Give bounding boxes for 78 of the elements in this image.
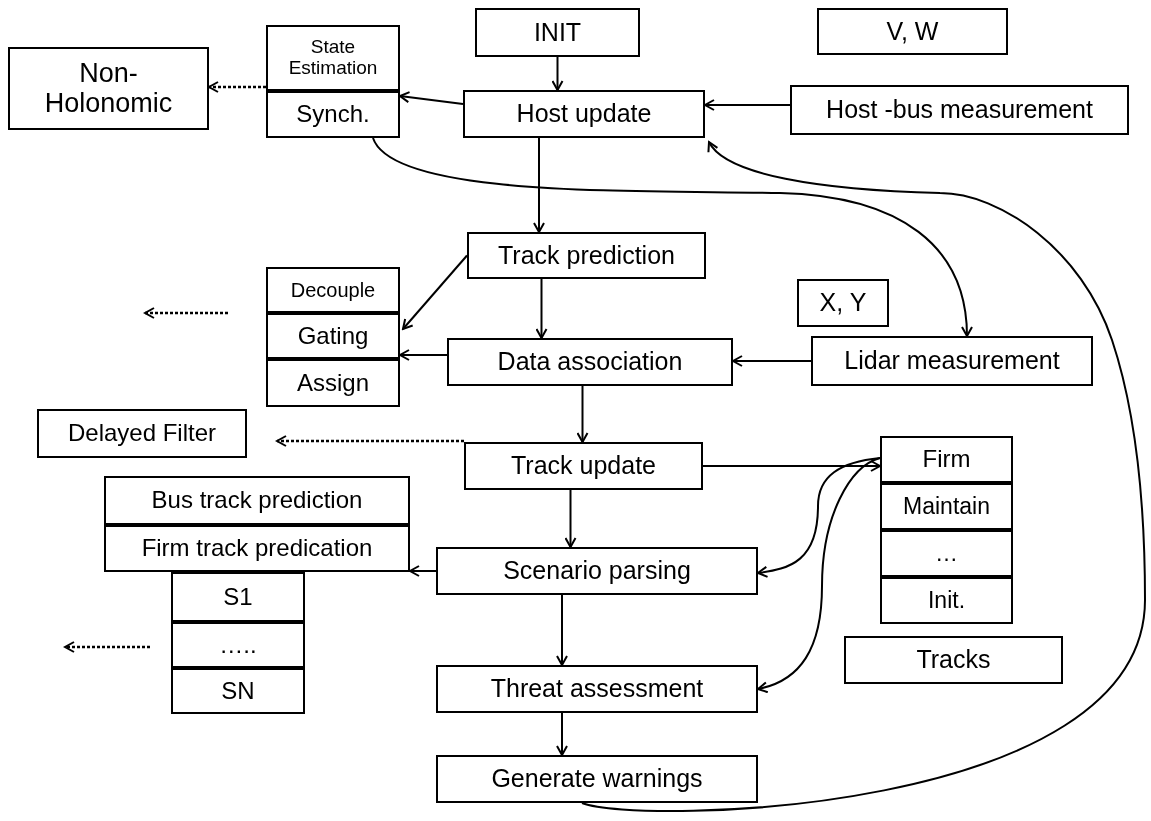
process-box bbox=[104, 476, 410, 525]
process-box bbox=[104, 525, 410, 572]
box-label: Host -bus measurement bbox=[826, 96, 1093, 124]
arrow bbox=[409, 565, 437, 577]
process-box bbox=[464, 442, 703, 490]
arrow bbox=[372, 137, 973, 337]
arrow bbox=[732, 355, 812, 367]
box-label: Scenario parsing bbox=[503, 557, 691, 585]
box-label: SN bbox=[221, 677, 255, 705]
process-box bbox=[266, 25, 400, 91]
process-box bbox=[463, 90, 705, 138]
process-box bbox=[447, 338, 733, 386]
box-label: Synch. bbox=[296, 101, 370, 128]
box-label: S1 bbox=[223, 583, 253, 611]
process-box bbox=[790, 85, 1129, 135]
arrow bbox=[399, 91, 464, 105]
process-box bbox=[8, 47, 209, 130]
box-label: Init. bbox=[927, 587, 966, 614]
box-label: INIT bbox=[533, 18, 582, 47]
process-box bbox=[475, 8, 640, 57]
arrow bbox=[757, 457, 881, 693]
box-label: Lidar measurement bbox=[844, 347, 1060, 375]
arrow bbox=[551, 56, 564, 91]
arrow bbox=[533, 137, 545, 233]
process-box bbox=[266, 91, 400, 138]
process-box bbox=[436, 547, 758, 595]
arrow bbox=[704, 99, 791, 111]
dotted-arrow bbox=[276, 435, 464, 447]
box-label: Non- Holonomic bbox=[43, 58, 174, 119]
process-box bbox=[266, 267, 400, 313]
arrow bbox=[402, 254, 468, 330]
arrow bbox=[576, 385, 589, 443]
arrow bbox=[556, 594, 568, 666]
process-box bbox=[171, 622, 305, 668]
process-box bbox=[811, 336, 1093, 386]
box-label: Firm track predication bbox=[141, 535, 373, 562]
process-box bbox=[844, 636, 1063, 684]
box-label: Bus track prediction bbox=[151, 487, 363, 514]
box-label: ….. bbox=[219, 631, 257, 659]
arrow bbox=[564, 489, 577, 548]
box-label: Delayed Filter bbox=[67, 420, 217, 447]
process-box bbox=[817, 8, 1008, 55]
dotted-arrow bbox=[208, 81, 266, 93]
box-label: Assign bbox=[296, 369, 369, 397]
process-box bbox=[171, 572, 305, 622]
arrow bbox=[757, 457, 881, 578]
box-label: Maintain bbox=[903, 493, 990, 520]
arrow bbox=[399, 349, 448, 361]
process-box bbox=[436, 755, 758, 803]
box-label: Generate warnings bbox=[491, 765, 703, 793]
box-label: Track prediction bbox=[498, 241, 675, 270]
box-label: V, W bbox=[886, 17, 939, 46]
box-label: Threat assessment bbox=[490, 675, 704, 703]
process-box bbox=[880, 436, 1013, 483]
box-label: State Estimation bbox=[287, 37, 379, 79]
process-box bbox=[171, 668, 305, 714]
box-label: … bbox=[935, 540, 958, 567]
box-label: Track update bbox=[511, 452, 656, 480]
box-label: X, Y bbox=[819, 289, 867, 317]
arrow bbox=[702, 460, 881, 472]
arrow bbox=[535, 278, 548, 339]
process-box bbox=[37, 409, 247, 458]
arrow bbox=[556, 712, 568, 756]
process-box bbox=[797, 279, 889, 327]
process-box bbox=[880, 483, 1013, 530]
box-label: Tracks bbox=[916, 646, 991, 674]
arrow bbox=[581, 141, 1146, 812]
box-label: Host update bbox=[516, 100, 652, 128]
process-box bbox=[467, 232, 706, 279]
process-box bbox=[436, 665, 758, 713]
process-box bbox=[880, 530, 1013, 577]
process-box bbox=[266, 359, 400, 407]
process-box bbox=[266, 313, 400, 359]
process-box bbox=[880, 577, 1013, 624]
box-label: Data association bbox=[497, 348, 683, 376]
box-label: Gating bbox=[297, 322, 369, 350]
box-label: Decouple bbox=[290, 279, 376, 301]
box-label: Firm bbox=[922, 446, 971, 473]
